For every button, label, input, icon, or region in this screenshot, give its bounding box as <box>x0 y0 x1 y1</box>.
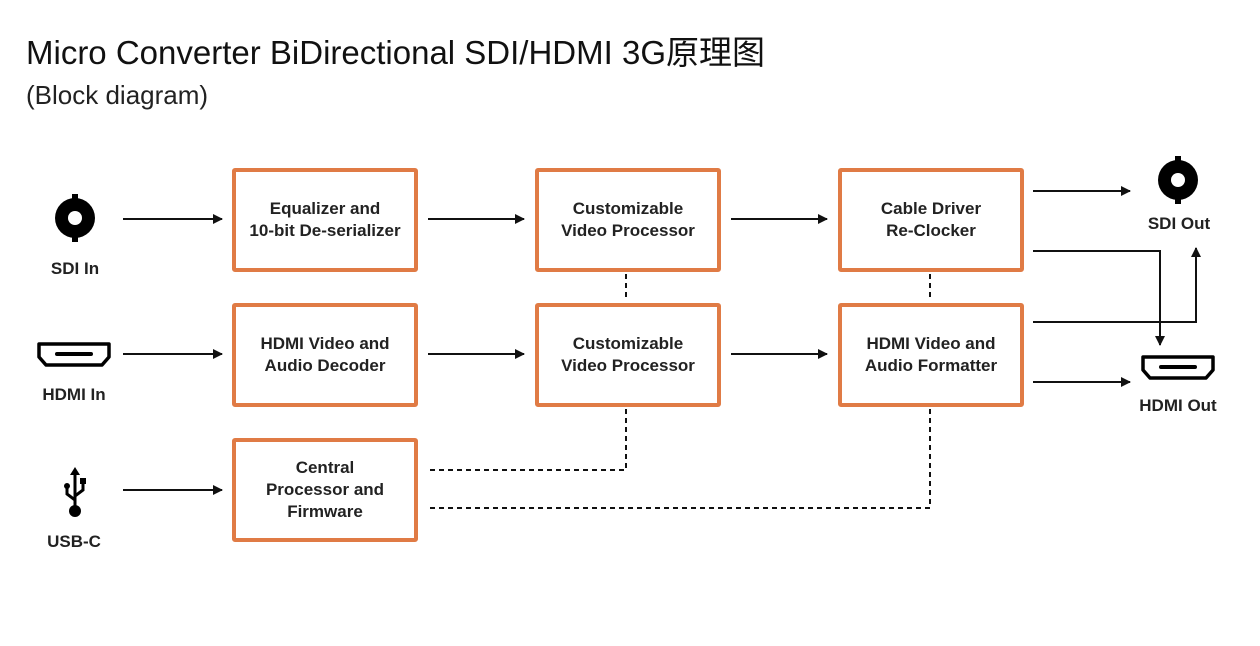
block-video-processor-2: Customizable Video Processor <box>535 303 721 407</box>
dash-formatter-cpu <box>428 409 931 509</box>
hdmi-in-label: HDMI In <box>42 385 106 404</box>
block-video-processor-1: Customizable Video Processor <box>535 168 721 272</box>
sdi-in-label: SDI In <box>50 259 100 278</box>
usb-c-label: USB-C <box>47 532 101 551</box>
block-hdmi-formatter: HDMI Video and Audio Formatter <box>838 303 1024 407</box>
bnc-connector-icon <box>1158 156 1198 204</box>
hdmi-out-label: HDMI Out <box>1139 396 1217 415</box>
block-central-processor: Central Processor and Firmware <box>232 438 418 542</box>
page-title: Micro Converter BiDirectional SDI/HDMI 3… <box>26 34 765 71</box>
hdmi-port-icon <box>37 342 111 367</box>
bnc-connector-icon <box>55 194 95 242</box>
block-hdmi-decoder: HDMI Video and Audio Decoder <box>232 303 418 407</box>
arrow-formatter-sdi-out <box>1033 247 1201 323</box>
page-subtitle: (Block diagram) <box>26 80 209 110</box>
block-cable-driver: Cable Driver Re-Clocker <box>838 168 1024 272</box>
sdi-out-label: SDI Out <box>1147 214 1211 233</box>
hdmi-port-icon <box>1141 355 1215 380</box>
dash-proc2-cpu <box>428 409 627 471</box>
block-equalizer-deserializer: Equalizer and 10-bit De-serializer <box>232 168 418 272</box>
usb-icon <box>64 467 86 517</box>
arrow-driver-hdmi-out <box>1033 250 1165 346</box>
